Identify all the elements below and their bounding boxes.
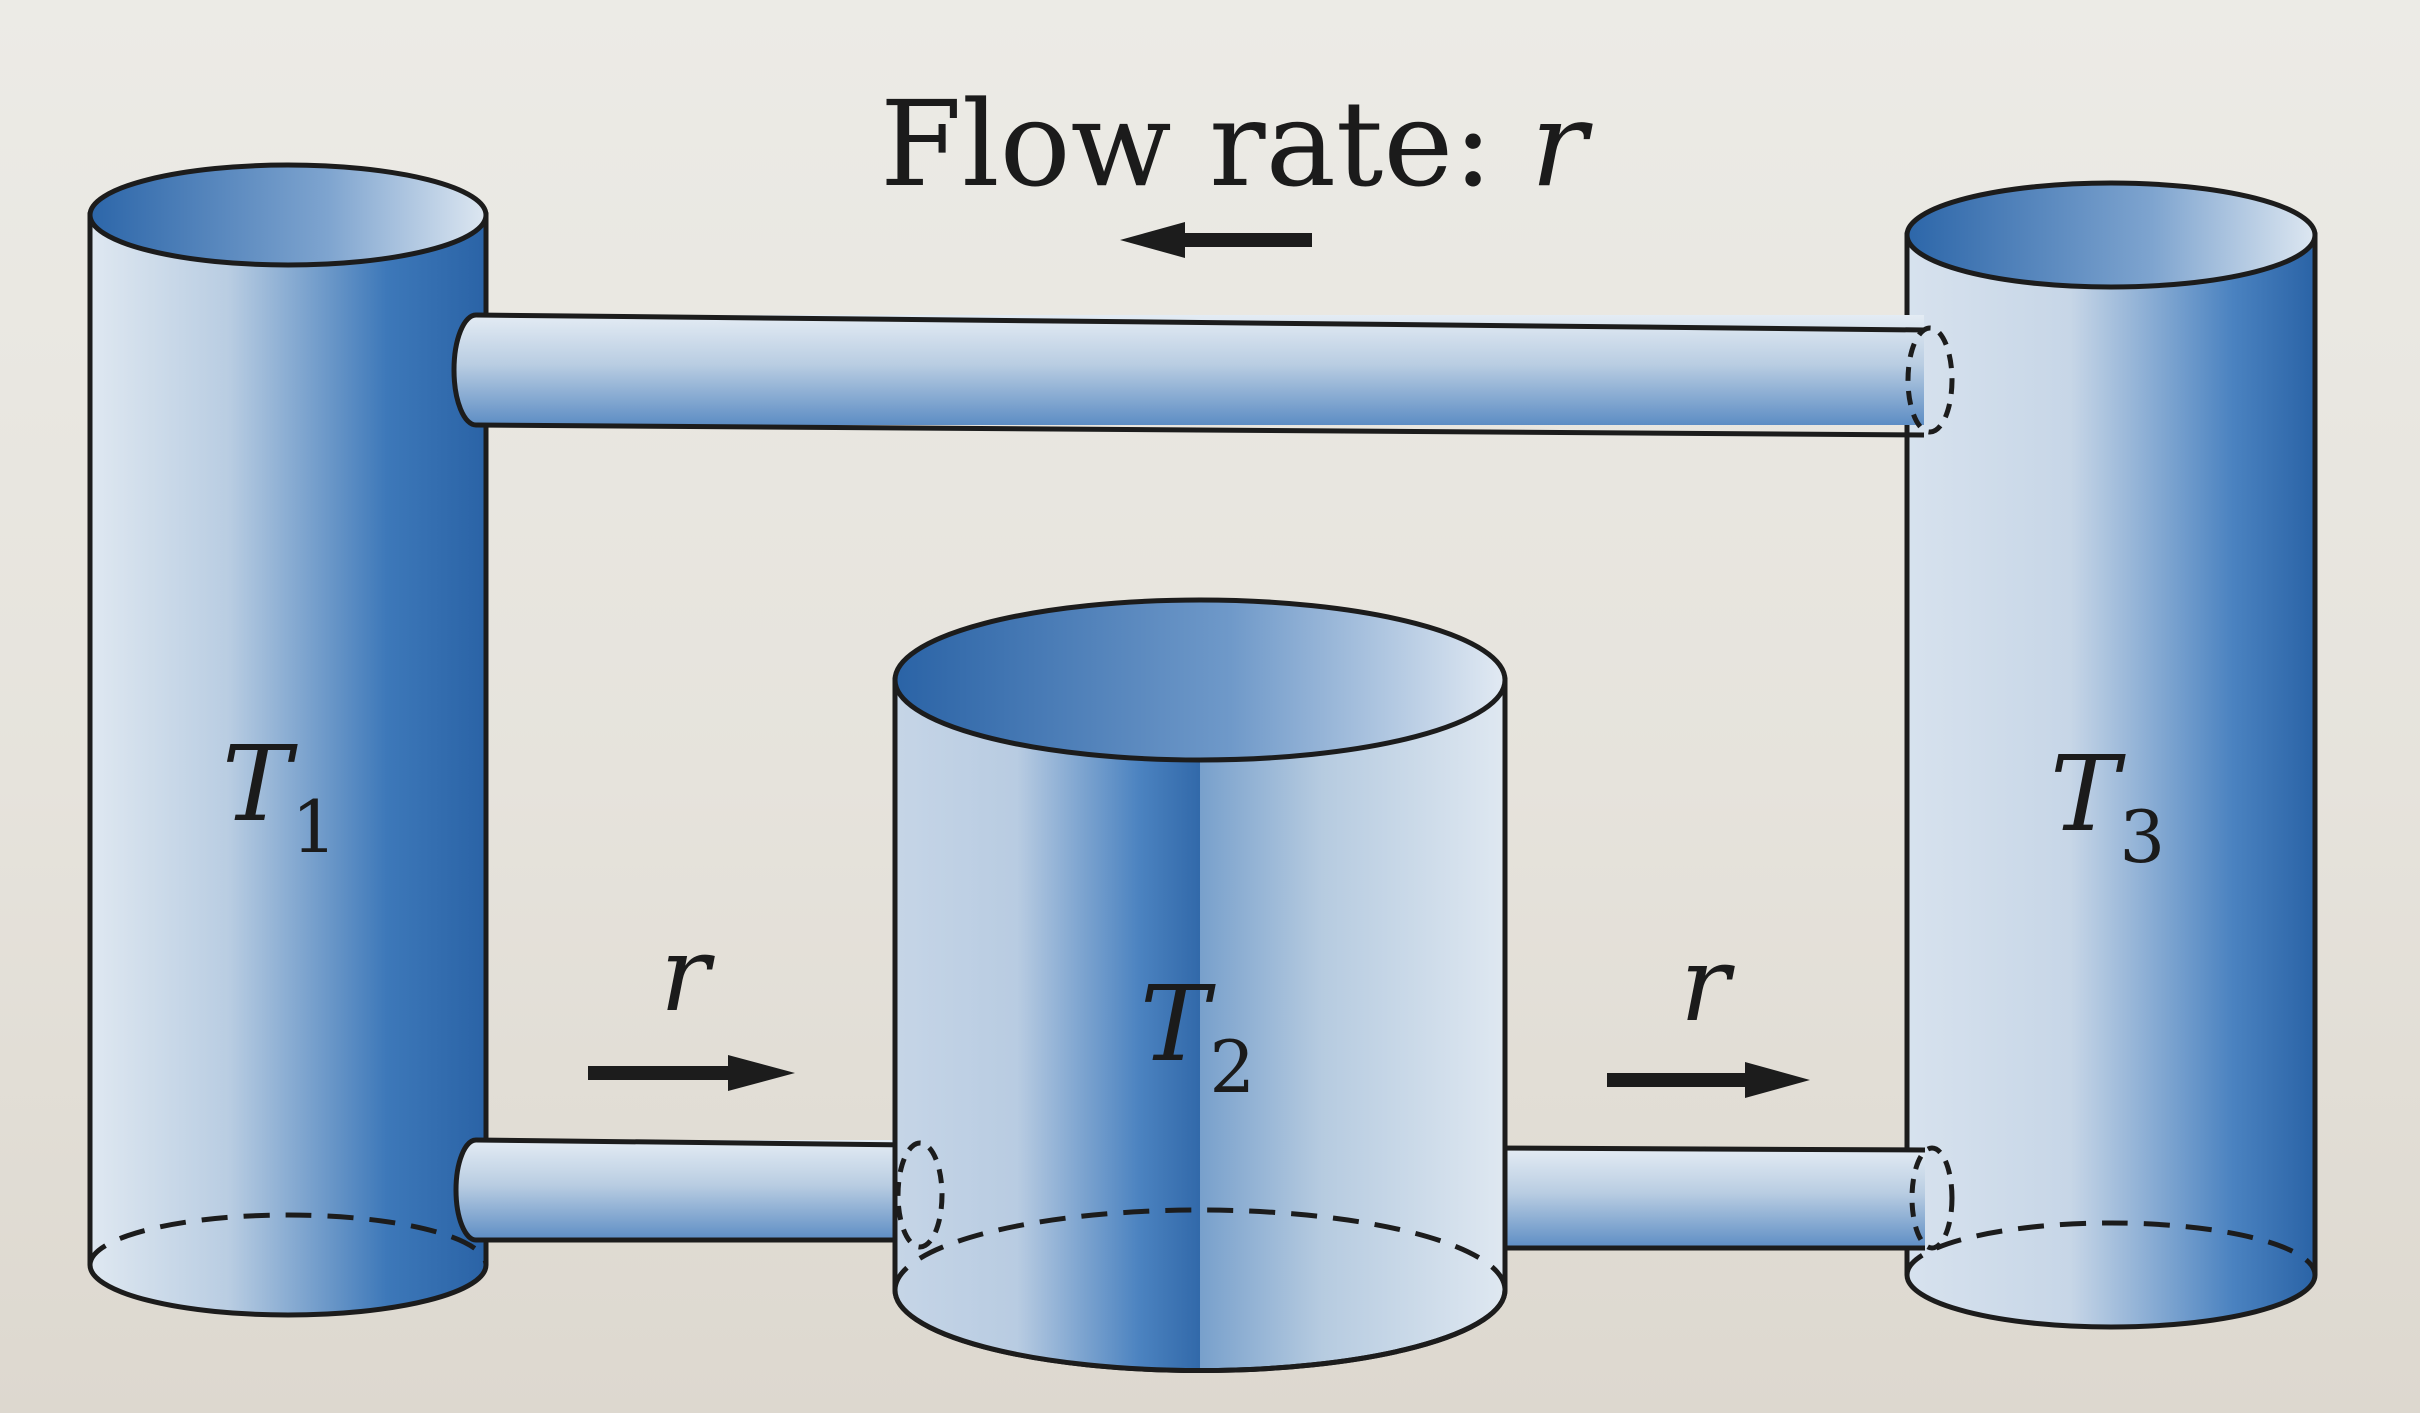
pipe-bottom-right-hidden-opening — [1909, 1145, 1955, 1251]
pipe-bottom-left-end-cap — [453, 1137, 477, 1243]
pipe-bottom-left — [453, 1137, 917, 1243]
tank-t2-label: T2 — [1140, 963, 1255, 1109]
tank-t2-subscript: 2 — [1209, 1025, 1255, 1109]
pipe-bottom-right-body — [1485, 1148, 1925, 1248]
tank-t1-letter: T — [222, 723, 298, 845]
arrow-bottom-right-right — [1607, 1062, 1810, 1098]
tank-t1-body — [87, 212, 489, 1318]
tank-t3 — [1904, 180, 2318, 1330]
tank-t1-bottom-hidden-edge — [87, 1212, 489, 1266]
tank-t1 — [87, 162, 489, 1318]
pipe-top — [451, 312, 1955, 438]
tank-t3-bottom-hidden-edge — [1904, 1220, 2318, 1276]
tank-t3-label: T3 — [2050, 733, 2165, 879]
tank-t3-subscript: 3 — [2119, 795, 2165, 879]
tank-t1-subscript: 1 — [291, 785, 337, 869]
tank-t2-hidden-opening — [895, 1140, 945, 1250]
pipe-top-edges — [475, 312, 1925, 438]
flow-label-t1-t2: r — [660, 913, 715, 1035]
tank-t3-top — [1904, 180, 2318, 290]
pipe-top-hidden-opening — [1905, 325, 1955, 435]
pipe-bottom-left-body — [476, 1140, 916, 1240]
pipe-top-body — [476, 315, 1924, 425]
arrow-bottom-left-right — [588, 1055, 795, 1091]
pipe-bottom-right — [1462, 1145, 1955, 1251]
tank-t3-letter: T — [2050, 733, 2126, 855]
tank-t2 — [892, 597, 1508, 1374]
flow-label-t2-t3: r — [1680, 923, 1735, 1045]
flow-rate-title: Flow rate: r — [880, 75, 1593, 213]
pipe-bottom-left-edges — [475, 1137, 917, 1243]
tank-t3-body — [1904, 232, 2318, 1330]
pipe-bottom-right-edges — [1484, 1145, 1926, 1251]
tank-t1-top — [87, 162, 489, 268]
flow-rate-title-prefix: Flow rate: — [880, 75, 1530, 213]
tank-t2-front-light — [895, 680, 1200, 1371]
tank-t1-label: T1 — [222, 723, 337, 869]
flow-rate-title-symbol: r — [1530, 75, 1593, 213]
tank-t2-outline — [892, 680, 1508, 1374]
tank-t2-bottom-hidden-edge — [892, 1207, 1508, 1291]
arrow-top-left — [1120, 222, 1312, 258]
pipe-top-end-cap — [451, 312, 477, 428]
tank-t2-top — [892, 597, 1508, 763]
tank-t2-letter: T — [1140, 963, 1216, 1085]
